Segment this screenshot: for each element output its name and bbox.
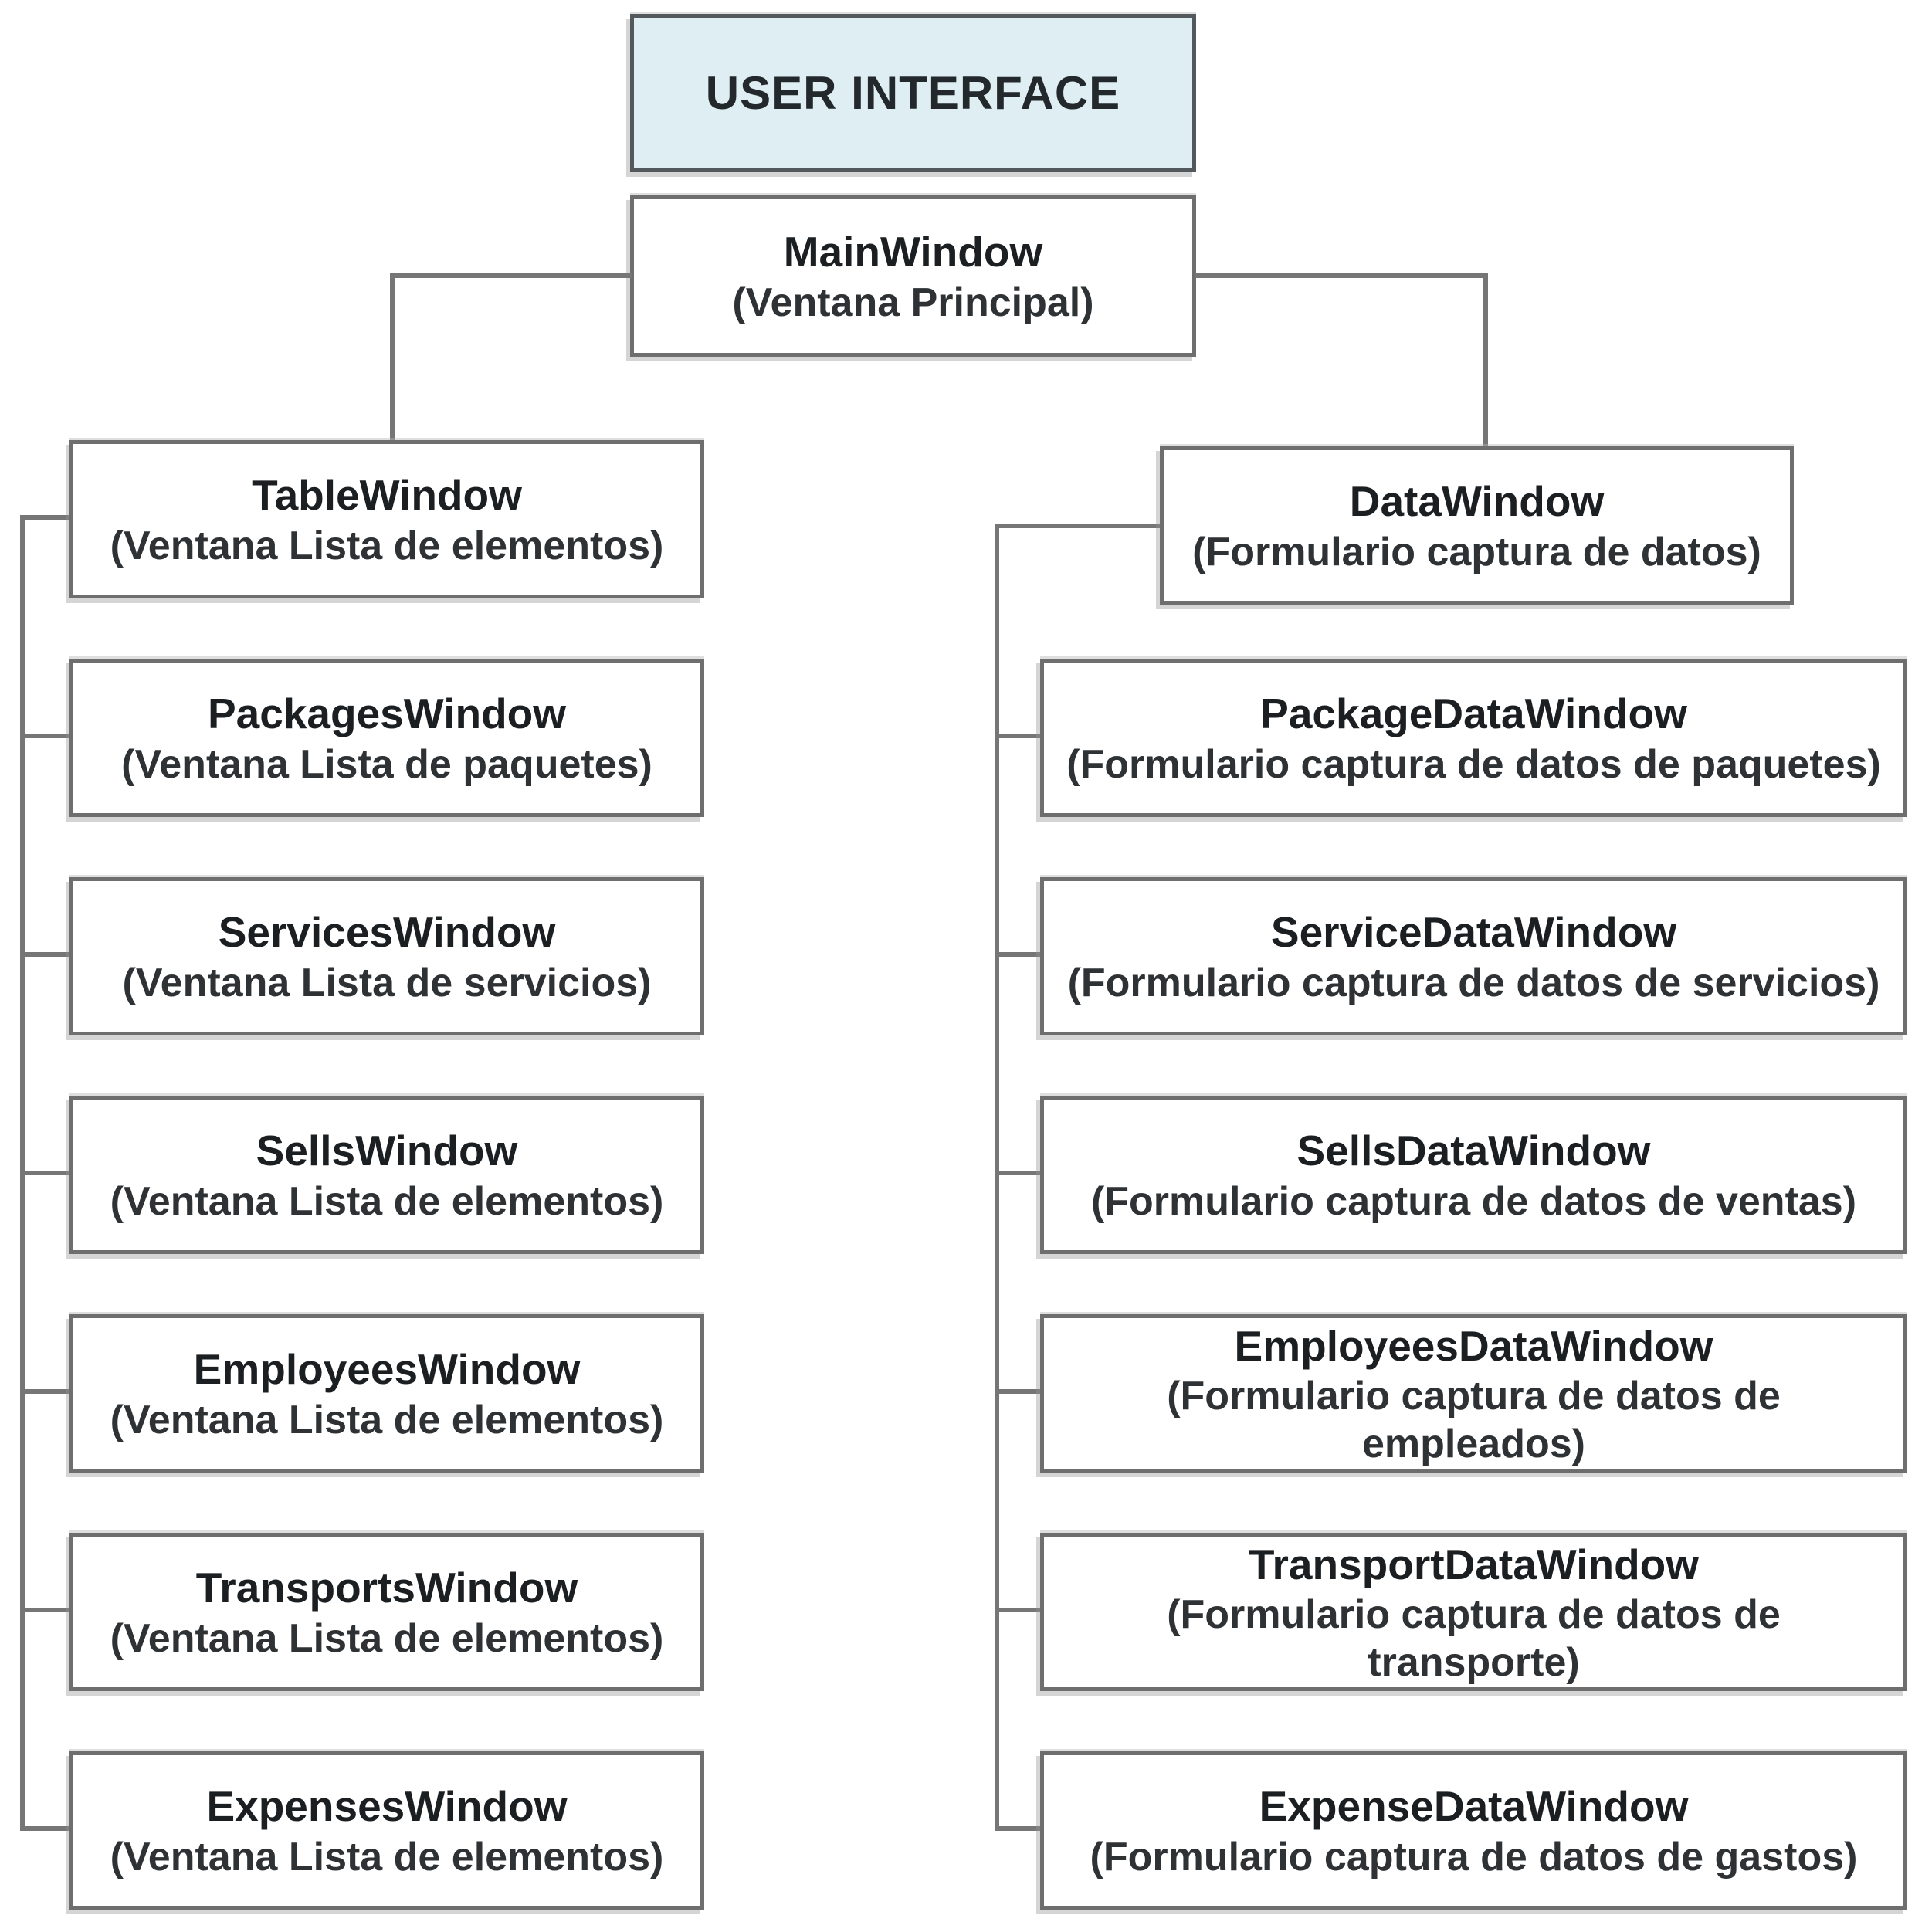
node-subtitle: (Ventana Lista de elementos) bbox=[110, 523, 664, 568]
node-subtitle: (Ventana Lista de servicios) bbox=[122, 960, 652, 1005]
node-title: TransportDataWindow bbox=[1248, 1540, 1700, 1588]
node-employees-data-window: EmployeesDataWindow (Formulario captura … bbox=[1040, 1314, 1907, 1473]
node-subtitle: (Ventana Lista de paquetes) bbox=[121, 741, 652, 787]
connector-left-stub-tablewindow bbox=[20, 515, 73, 520]
node-title: ServicesWindow bbox=[218, 907, 556, 956]
node-title: USER INTERFACE bbox=[705, 66, 1121, 119]
node-expense-data-window: ExpenseDataWindow (Formulario captura de… bbox=[1040, 1751, 1907, 1910]
connector-left-stub-packages bbox=[20, 734, 73, 738]
node-services-window: ServicesWindow (Ventana Lista de servici… bbox=[69, 877, 704, 1035]
node-table-window: TableWindow (Ventana Lista de elementos) bbox=[69, 440, 704, 598]
node-subtitle: (Ventana Lista de elementos) bbox=[110, 1397, 664, 1442]
connector-left-stub-sells bbox=[20, 1171, 73, 1175]
connector-right-stub-transportdata bbox=[995, 1608, 1042, 1612]
node-title: ExpenseDataWindow bbox=[1259, 1781, 1689, 1830]
node-subtitle: (Ventana Lista de elementos) bbox=[110, 1178, 664, 1224]
node-title: EmployeesDataWindow bbox=[1234, 1321, 1713, 1370]
node-subtitle: (Formulario captura de datos de transpor… bbox=[1167, 1591, 1781, 1685]
node-title: ExpensesWindow bbox=[206, 1781, 568, 1830]
node-user-interface: USER INTERFACE bbox=[630, 14, 1196, 172]
node-title: TransportsWindow bbox=[195, 1563, 578, 1612]
node-data-window: DataWindow (Formulario captura de datos) bbox=[1160, 446, 1794, 605]
node-transports-window: TransportsWindow (Ventana Lista de eleme… bbox=[69, 1533, 704, 1691]
connector-right-stub-sellsdata bbox=[995, 1171, 1042, 1175]
node-transport-data-window: TransportDataWindow (Formulario captura … bbox=[1040, 1533, 1907, 1691]
node-subtitle: (Formulario captura de datos de empleado… bbox=[1167, 1373, 1781, 1466]
node-sells-data-window: SellsDataWindow (Formulario captura de d… bbox=[1040, 1096, 1907, 1254]
connector-right-stub-servicedata bbox=[995, 952, 1042, 957]
node-subtitle: (Ventana Principal) bbox=[732, 280, 1094, 325]
connector-left-stub-services bbox=[20, 952, 73, 957]
connector-main-to-right-horizontal bbox=[1195, 273, 1488, 278]
node-title: ServiceDataWindow bbox=[1270, 907, 1677, 956]
node-main-window: MainWindow (Ventana Principal) bbox=[630, 195, 1196, 357]
connector-right-stub-packagedata bbox=[995, 734, 1042, 738]
node-subtitle: (Formulario captura de datos de ventas) bbox=[1090, 1178, 1857, 1224]
connector-left-stub-employees bbox=[20, 1389, 73, 1394]
node-packages-window: PackagesWindow (Ventana Lista de paquete… bbox=[69, 659, 704, 817]
node-employees-window: EmployeesWindow (Ventana Lista de elemen… bbox=[69, 1314, 704, 1473]
node-subtitle: (Formulario captura de datos de servicio… bbox=[1067, 960, 1880, 1005]
connector-right-stub-datawindow bbox=[995, 524, 1161, 528]
node-title: MainWindow bbox=[783, 227, 1043, 276]
node-expenses-window: ExpensesWindow (Ventana Lista de element… bbox=[69, 1751, 704, 1910]
node-title: PackagesWindow bbox=[207, 689, 567, 737]
node-title: TableWindow bbox=[252, 470, 522, 519]
connector-main-to-left-vertical bbox=[390, 273, 395, 442]
connector-main-to-left-horizontal bbox=[390, 273, 632, 278]
node-subtitle: (Ventana Lista de elementos) bbox=[110, 1615, 664, 1661]
connector-left-stub-transports bbox=[20, 1608, 73, 1612]
connector-right-trunk bbox=[995, 524, 999, 1831]
connector-right-stub-employeesdata bbox=[995, 1389, 1042, 1394]
node-sells-window: SellsWindow (Ventana Lista de elementos) bbox=[69, 1096, 704, 1254]
node-subtitle: (Formulario captura de datos de paquetes… bbox=[1066, 741, 1881, 787]
connector-left-stub-expenses bbox=[20, 1826, 73, 1831]
connector-right-stub-expensedata bbox=[995, 1826, 1042, 1831]
node-subtitle: (Formulario captura de datos de gastos) bbox=[1090, 1834, 1858, 1879]
node-subtitle: (Ventana Lista de elementos) bbox=[110, 1834, 664, 1879]
node-subtitle: (Formulario captura de datos) bbox=[1192, 529, 1761, 574]
node-package-data-window: PackageDataWindow (Formulario captura de… bbox=[1040, 659, 1907, 817]
node-title: SellsWindow bbox=[256, 1126, 518, 1174]
node-title: EmployeesWindow bbox=[193, 1344, 581, 1393]
node-service-data-window: ServiceDataWindow (Formulario captura de… bbox=[1040, 877, 1907, 1035]
connector-main-to-right-vertical bbox=[1483, 273, 1488, 448]
node-title: DataWindow bbox=[1349, 476, 1605, 525]
node-title: SellsDataWindow bbox=[1296, 1126, 1651, 1174]
node-title: PackageDataWindow bbox=[1260, 689, 1687, 737]
